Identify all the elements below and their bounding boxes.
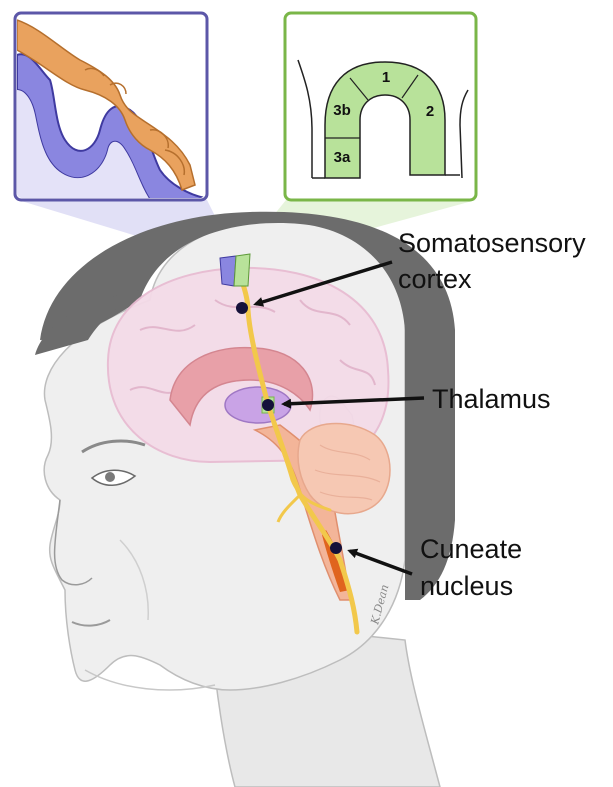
cortex-slice-green (234, 254, 250, 286)
area-label-3b: 3b (333, 102, 351, 119)
area-label-3a: 3a (334, 149, 351, 166)
label-thalamus: Thalamus (432, 384, 551, 414)
cortex-slice-purple (220, 256, 236, 286)
iris (105, 472, 115, 482)
thalamus-body (225, 387, 291, 423)
right-inset-frame (285, 13, 476, 200)
right-inset: 1 2 3a 3b (285, 13, 476, 200)
label-cuneate-line2: nucleus (420, 571, 513, 601)
label-somatosensory-line2: cortex (398, 264, 472, 294)
cuneate-nucleus-dot (330, 542, 342, 554)
area-label-1: 1 (382, 69, 390, 86)
left-inset (15, 13, 207, 200)
thalamus-dot (262, 399, 274, 411)
label-cuneate-line1: Cuneate (420, 534, 522, 564)
area-label-2: 2 (426, 103, 434, 120)
somatosensory-cortex-dot (236, 302, 248, 314)
label-somatosensory-line1: Somatosensory (398, 228, 586, 258)
